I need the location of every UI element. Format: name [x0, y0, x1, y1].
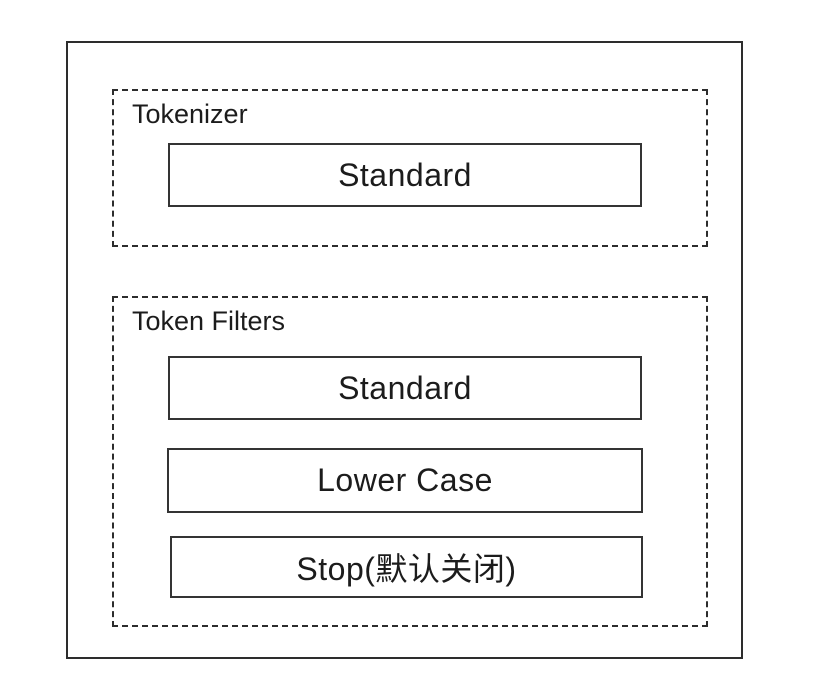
analyzer-outer-frame: Tokenizer Standard Token Filters Standar… — [66, 41, 743, 659]
tokenizer-group: Tokenizer Standard — [112, 89, 708, 247]
tokenizer-standard-node: Standard — [168, 143, 642, 207]
token-filters-group-label: Token Filters — [132, 306, 286, 336]
filter-stop-node: Stop(默认关闭) — [170, 536, 643, 598]
tokenizer-group-label: Tokenizer — [132, 99, 248, 129]
filter-standard-node: Standard — [168, 356, 642, 420]
token-filters-group: Token Filters Standard Lower Case Stop(默… — [112, 296, 708, 627]
filter-standard-node-label: Standard — [338, 369, 472, 406]
filter-lowercase-node: Lower Case — [167, 448, 643, 513]
filter-lowercase-node-label: Lower Case — [317, 462, 493, 498]
tokenizer-standard-node-label: Standard — [338, 156, 472, 193]
filter-stop-node-label: Stop(默认关闭) — [296, 551, 517, 587]
